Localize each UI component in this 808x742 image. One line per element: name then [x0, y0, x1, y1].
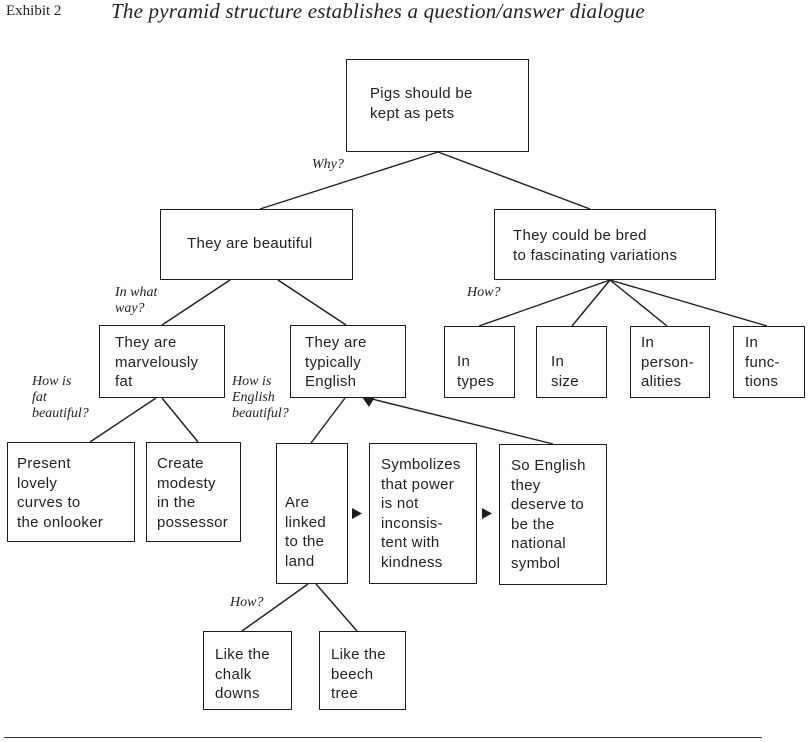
node-beautiful: They are beautiful — [160, 209, 353, 280]
connector-english-land — [310, 397, 346, 444]
connector-symbol-english — [371, 398, 554, 445]
question-english-beautiful: How is English beautiful? — [232, 374, 289, 421]
connector-variations-personalities — [609, 279, 668, 327]
question-in-what-way: In what way? — [115, 285, 158, 316]
question-how-variations: How? — [467, 285, 501, 300]
node-curves: Present lovely curves to the onlooker — [7, 442, 135, 542]
connector-land-beech — [315, 583, 358, 632]
node-in-types: In types — [444, 326, 515, 398]
node-variations: They could be bred to fascinating variat… — [494, 209, 716, 280]
node-land: Are linked to the land — [276, 443, 348, 584]
arrow-power-to-symbol — [482, 508, 492, 519]
node-in-personalities: In person- alities — [630, 326, 710, 398]
node-beech: Like the beech tree — [319, 631, 406, 710]
arrow-land-to-power — [352, 508, 362, 519]
connector-variations-size — [571, 279, 611, 327]
arrowhead-to-english — [362, 397, 375, 407]
connector-fat-modesty — [161, 397, 199, 443]
connector-variations-functions — [609, 279, 768, 327]
node-modesty: Create modesty in the possessor — [146, 442, 241, 542]
question-how-land: How? — [230, 595, 264, 610]
node-in-functions: In func- tions — [733, 326, 805, 398]
question-why: Why? — [312, 157, 344, 172]
connector-root-variations — [437, 151, 591, 210]
exhibit-label: Exhibit 2 — [6, 3, 62, 19]
question-fat-beautiful: How is fat beautiful? — [32, 374, 89, 421]
connector-root-beautiful — [259, 151, 439, 210]
exhibit-title: The pyramid structure establishes a ques… — [111, 0, 645, 23]
footer-rule — [4, 737, 762, 738]
node-english: They are typically English — [290, 325, 406, 398]
node-symbol: So English they deserve to be the nation… — [499, 444, 607, 585]
connector-land-chalk — [241, 583, 309, 632]
node-chalk: Like the chalk downs — [203, 631, 292, 710]
node-root: Pigs should be kept as pets — [346, 59, 529, 152]
node-power: Symbolizes that power is not inconsis- t… — [369, 443, 477, 584]
connector-beautiful-english — [277, 279, 347, 326]
node-in-size: In size — [536, 326, 607, 398]
node-fat: They are marvelously fat — [99, 325, 225, 398]
connector-fat-curves — [89, 397, 157, 443]
connector-variations-types — [478, 279, 611, 327]
connector-beautiful-fat — [161, 279, 231, 326]
